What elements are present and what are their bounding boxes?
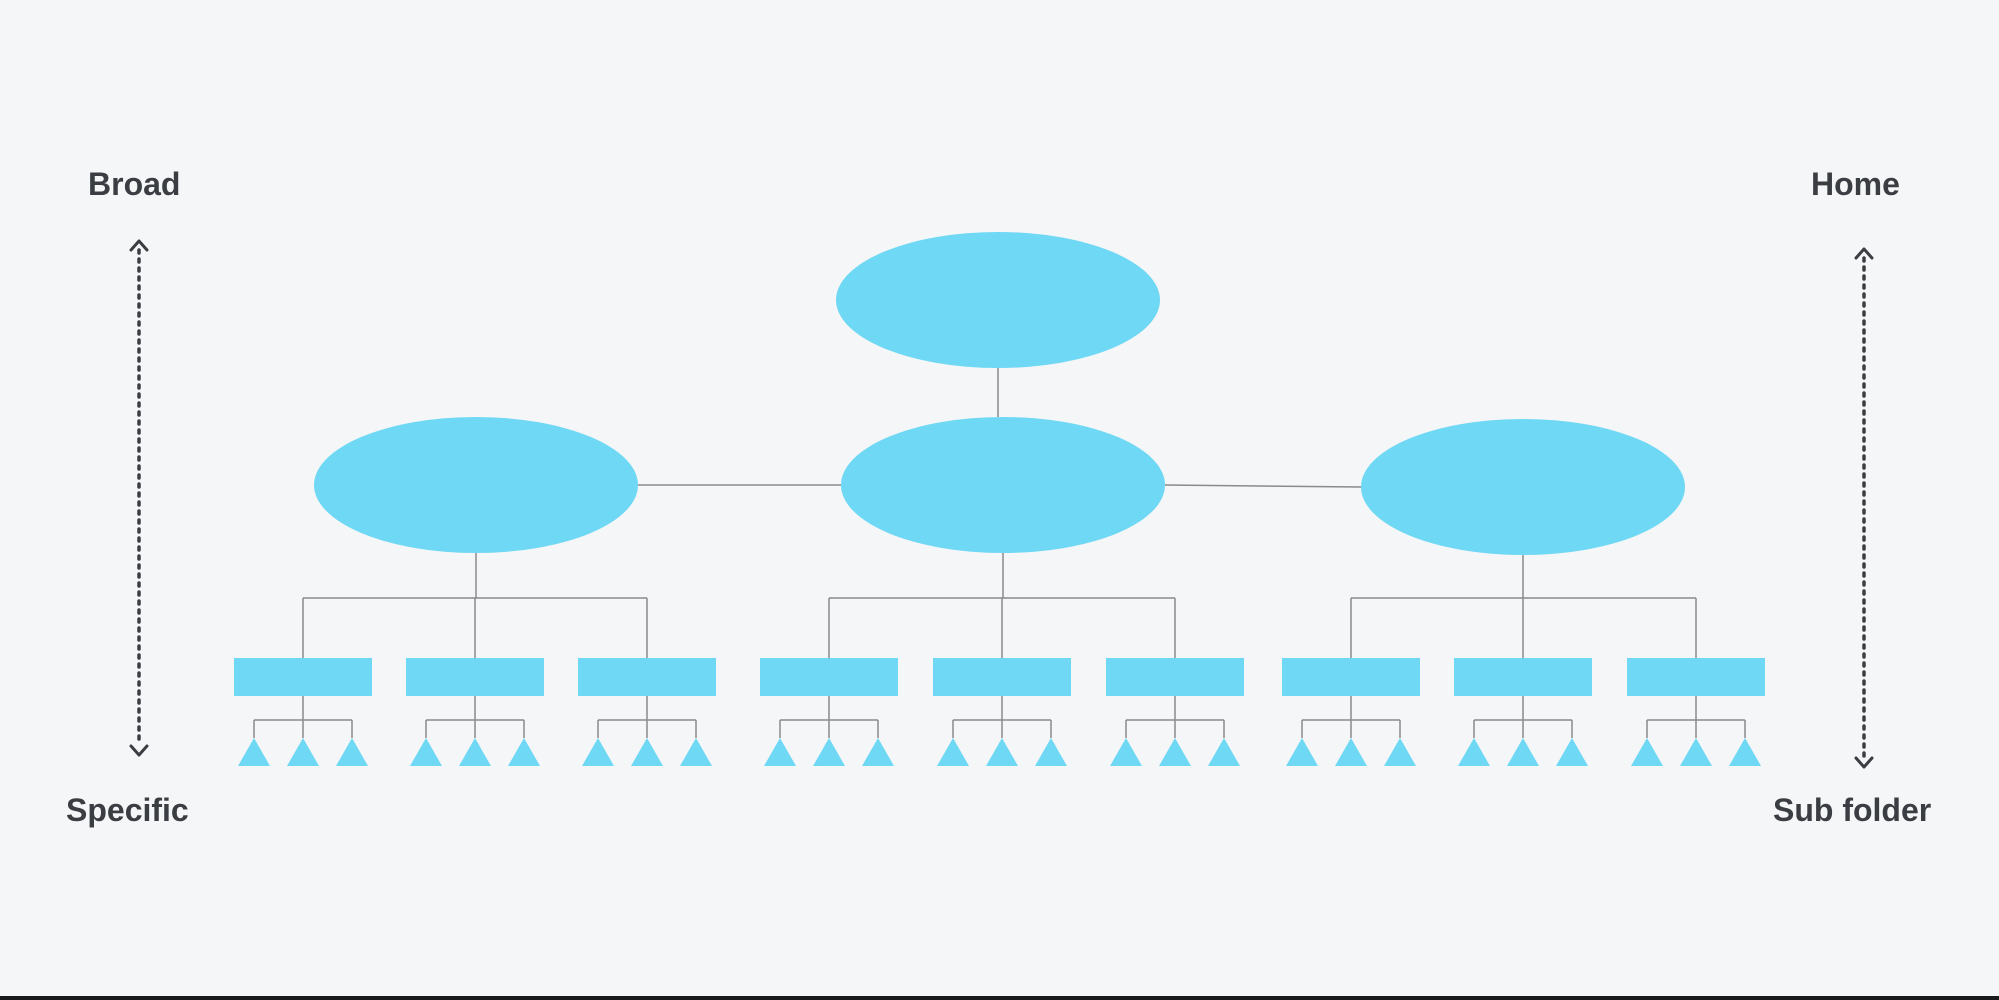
page-node-triangle: [459, 738, 491, 766]
left-arrow-head-up: [129, 239, 149, 252]
page-node-triangle: [862, 738, 894, 766]
subcategory-node-rect: [1106, 658, 1244, 696]
page-node-triangle: [1680, 738, 1712, 766]
right-arrow-head-down: [1854, 756, 1874, 769]
subcategory-node-rect: [406, 658, 544, 696]
page-node-triangle: [1035, 738, 1067, 766]
category-node-ellipse: [841, 417, 1165, 553]
page-node-triangle: [680, 738, 712, 766]
label-home: Home: [1811, 166, 1900, 202]
page-node-triangle: [1631, 738, 1663, 766]
page-node-triangle: [1458, 738, 1490, 766]
left-arrow-head-down: [129, 744, 149, 757]
right-arrow-head-up: [1854, 247, 1874, 260]
subcategory-node-rect: [1454, 658, 1592, 696]
subcategory-node-rect: [1627, 658, 1765, 696]
page-node-triangle: [1110, 738, 1142, 766]
subcategory-node-rect: [234, 658, 372, 696]
bottom-border: [0, 996, 1999, 1000]
category-node-ellipse: [1361, 419, 1685, 555]
page-node-triangle: [1159, 738, 1191, 766]
connector-category-right: [1164, 484, 1362, 488]
page-node-triangle: [1286, 738, 1318, 766]
subcategory-node-rect: [578, 658, 716, 696]
right-scale-arrow: [1854, 247, 1874, 769]
page-node-triangle: [238, 738, 270, 766]
page-node-triangle: [937, 738, 969, 766]
subcategory-node-rect: [760, 658, 898, 696]
subcategory-node-rect: [933, 658, 1071, 696]
nodes: [234, 232, 1765, 766]
page-node-triangle: [631, 738, 663, 766]
home-node-ellipse: [836, 232, 1160, 368]
page-node-triangle: [986, 738, 1018, 766]
page-node-triangle: [1729, 738, 1761, 766]
subcategory-node-rect: [1282, 658, 1420, 696]
page-node-triangle: [287, 738, 319, 766]
left-scale-arrow: [129, 239, 149, 757]
page-node-triangle: [764, 738, 796, 766]
page-node-triangle: [508, 738, 540, 766]
page-node-triangle: [1556, 738, 1588, 766]
page-node-triangle: [1507, 738, 1539, 766]
page-node-triangle: [1208, 738, 1240, 766]
page-node-triangle: [813, 738, 845, 766]
label-sub-folder: Sub folder: [1773, 792, 1932, 828]
page-node-triangle: [582, 738, 614, 766]
page-node-triangle: [336, 738, 368, 766]
label-broad: Broad: [88, 166, 181, 202]
page-node-triangle: [1335, 738, 1367, 766]
category-node-ellipse: [314, 417, 638, 553]
page-node-triangle: [410, 738, 442, 766]
connectors: [253, 368, 1746, 738]
label-specific: Specific: [66, 792, 189, 828]
page-node-triangle: [1384, 738, 1416, 766]
